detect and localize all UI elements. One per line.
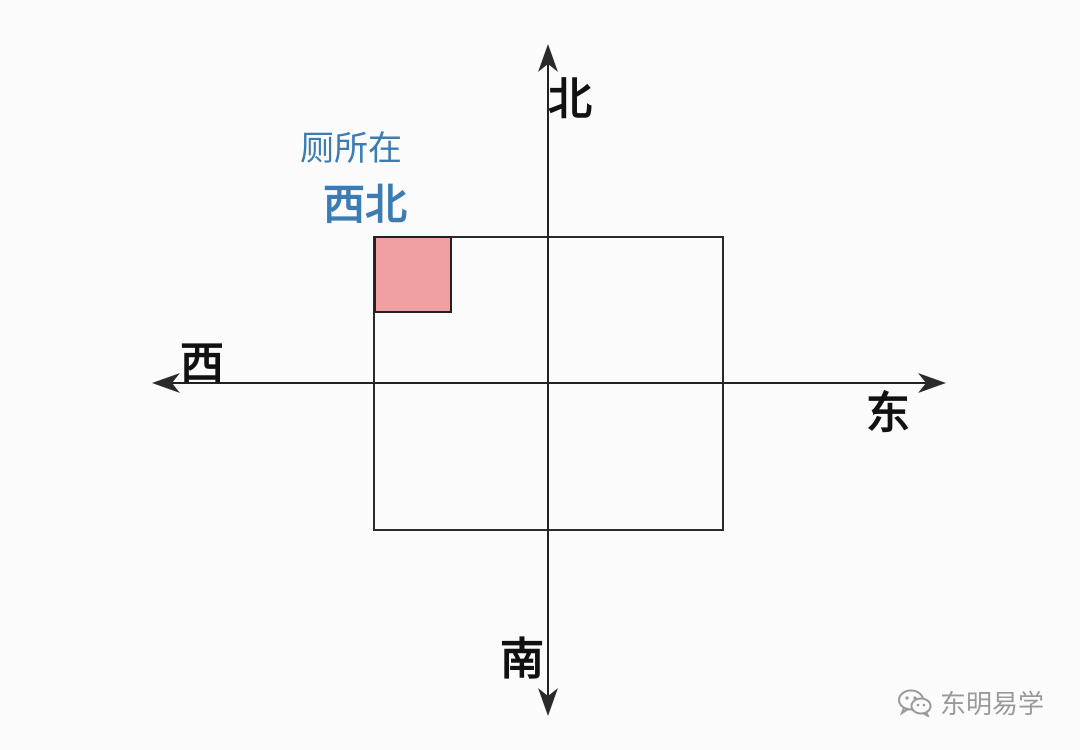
northwest-highlight-zone [374, 236, 452, 313]
east-label: 东 [866, 388, 910, 439]
south-arrowhead [538, 688, 558, 716]
annotation-direction: 西北 [323, 180, 408, 229]
watermark-text: 东明易学 [939, 690, 1044, 720]
north-arrowhead [538, 44, 558, 72]
east-arrowhead [918, 373, 946, 393]
west-arrowhead [152, 373, 180, 393]
north-label: 北 [548, 74, 592, 125]
wechat-icon [897, 689, 932, 717]
west-label: 西 [180, 338, 224, 389]
annotation-toilet-location: 厕所在 [300, 129, 402, 169]
watermark: 东明易学 [897, 684, 1044, 721]
south-label: 南 [500, 634, 544, 685]
